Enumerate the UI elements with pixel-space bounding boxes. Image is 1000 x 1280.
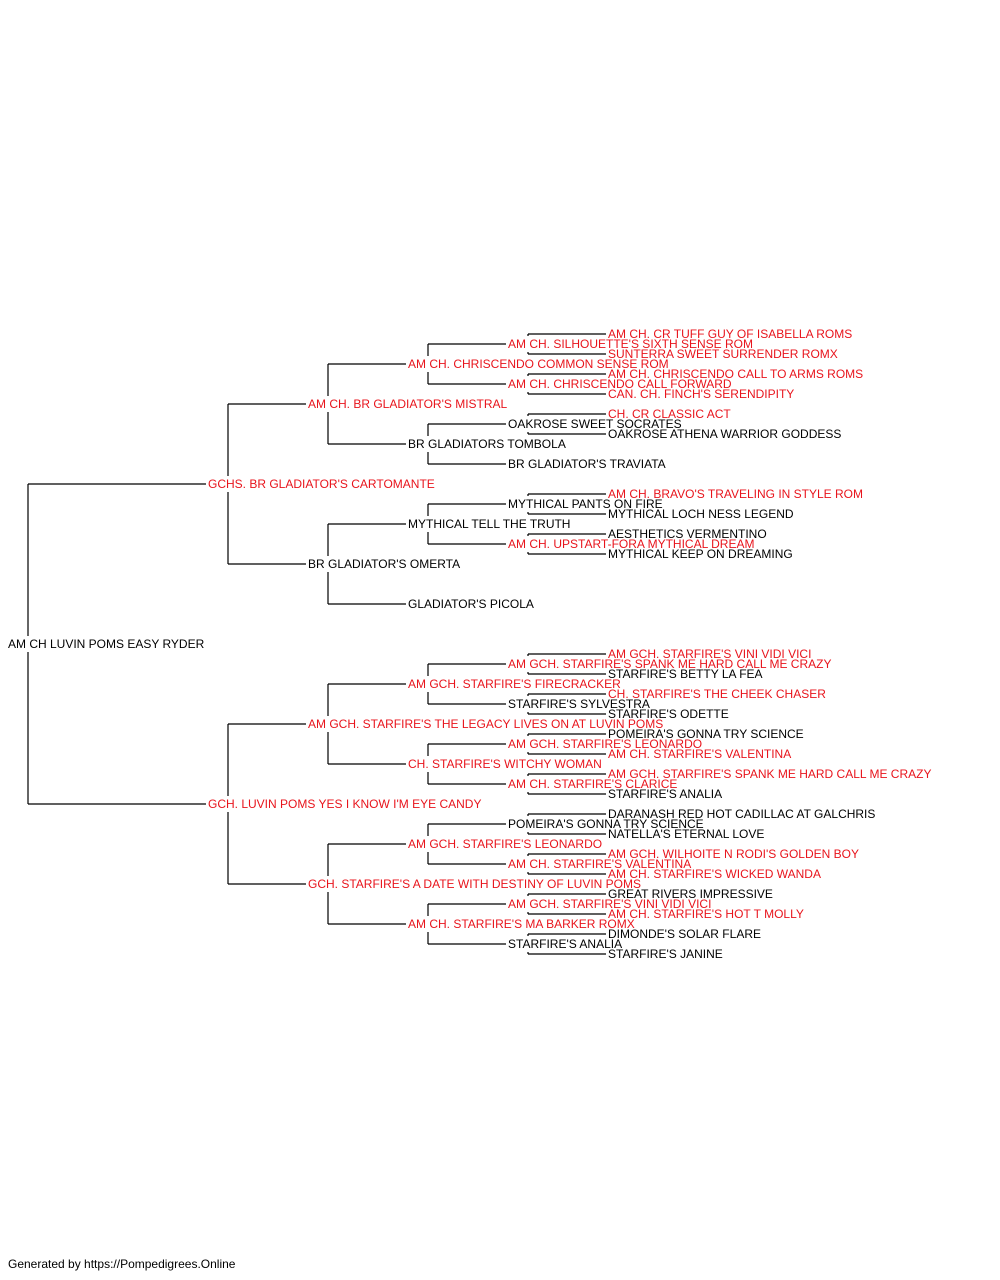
- pedigree-entry-sire-dam-sire-dam-dam: MYTHICAL KEEP ON DREAMING: [608, 547, 793, 561]
- pedigree-entry-dam-dam-sire-sire: POMEIRA'S GONNA TRY SCIENCE: [508, 817, 704, 831]
- pedigree-entry-dam-sire-dam-dam-sire: AM GCH. STARFIRE'S SPANK ME HARD CALL ME…: [608, 767, 932, 781]
- pedigree-entry-dam-dam-sire-dam-sire: AM GCH. WILHOITE N RODI'S GOLDEN BOY: [608, 847, 859, 861]
- pedigree-entry-sire-sire: AM CH. BR GLADIATOR'S MISTRAL: [308, 397, 508, 411]
- pedigree-entry-dam-dam-dam-dam-dam: STARFIRE'S JANINE: [608, 947, 723, 961]
- pedigree-entry-dam-dam-sire-sire-sire: DARANASH RED HOT CADILLAC AT GALCHRIS: [608, 807, 876, 821]
- pedigree-entry-dam-sire-sire-sire-sire: AM GCH. STARFIRE'S VINI VIDI VICI: [608, 647, 812, 661]
- pedigree-entry-sire: GCHS. BR GLADIATOR'S CARTOMANTE: [208, 477, 435, 491]
- pedigree-entry-sire-sire-sire-dam: AM CH. CHRISCENDO CALL FORWARD: [508, 377, 732, 391]
- pedigree-entry-dam-dam-sire: AM GCH. STARFIRE'S LEONARDO: [408, 837, 603, 851]
- generated-by-footer: Generated by https://Pompedigrees.Online: [8, 1257, 236, 1271]
- pedigree-entry-sire-dam-sire-sire-sire: AM CH. BRAVO'S TRAVELING IN STYLE ROM: [608, 487, 864, 501]
- pedigree-entry-sire-sire-sire: AM CH. CHRISCENDO COMMON SENSE ROM: [408, 357, 669, 371]
- pedigree-entry-sire-sire-dam-sire-dam: OAKROSE ATHENA WARRIOR GODDESS: [608, 427, 842, 441]
- pedigree-entry-dam-dam-dam-sire-sire: GREAT RIVERS IMPRESSIVE: [608, 887, 773, 901]
- pedigree-entry-dam-sire: AM GCH. STARFIRE'S THE LEGACY LIVES ON A…: [308, 717, 664, 731]
- pedigree-entry-dam-sire-sire-dam-sire: CH. STARFIRE'S THE CHEEK CHASER: [608, 687, 826, 701]
- pedigree-entry-dam-sire-sire-sire: AM GCH. STARFIRE'S SPANK ME HARD CALL ME…: [508, 657, 832, 671]
- pedigree-entry-sire-sire-dam-sire-sire: CH. CR CLASSIC ACT: [608, 407, 731, 421]
- pedigree-entry-dam-dam-dam-sire-dam: AM CH. STARFIRE'S HOT T MOLLY: [608, 907, 804, 921]
- pedigree-entry-dam-sire-dam-sire-sire: POMEIRA'S GONNA TRY SCIENCE: [608, 727, 804, 741]
- pedigree-entry-dam-sire-sire-sire-dam: STARFIRE'S BETTY LA FEA: [608, 667, 763, 681]
- pedigree-entry-dam-dam-dam: AM CH. STARFIRE'S MA BARKER ROMX: [408, 917, 635, 931]
- pedigree-entry-dam-dam-dam-dam-sire: DIMONDE'S SOLAR FLARE: [608, 927, 761, 941]
- pedigree-entry-sire-sire-dam-sire: OAKROSE SWEET SOCRATES: [508, 417, 682, 431]
- pedigree-entry-dam-sire-dam-dam: AM CH. STARFIRE'S CLARICE: [508, 777, 678, 791]
- pedigree-entry-dam-dam-sire-sire-dam: NATELLA'S ETERNAL LOVE: [608, 827, 765, 841]
- pedigree-entry-sire-sire-sire-dam-sire: AM CH. CHRISCENDO CALL TO ARMS ROMS: [608, 367, 864, 381]
- pedigree-entry-dam-dam-sire-dam: AM CH. STARFIRE'S VALENTINA: [508, 857, 692, 871]
- pedigree-entry-dam-dam-sire-dam-dam: AM CH. STARFIRE'S WICKED WANDA: [608, 867, 821, 881]
- pedigree-entry-dam: GCH. LUVIN POMS YES I KNOW I'M EYE CANDY: [208, 797, 482, 811]
- pedigree-entry-dam-dam-dam-sire: AM GCH. STARFIRE'S VINI VIDI VICI: [508, 897, 712, 911]
- pedigree-entry-dam-sire-sire: AM GCH. STARFIRE'S FIRECRACKER: [408, 677, 621, 691]
- pedigree-entry-sire-sire-sire-sire-dam: SUNTERRA SWEET SURRENDER ROMX: [608, 347, 838, 361]
- pedigree-entry-sire-sire-sire-sire-sire: AM CH. CR TUFF GUY OF ISABELLA ROMS: [608, 327, 853, 341]
- pedigree-entry-self: AM CH LUVIN POMS EASY RYDER: [8, 637, 205, 651]
- pedigree-entry-sire-sire-sire-sire: AM CH. SILHOUETTE'S SIXTH SENSE ROM: [508, 337, 753, 351]
- pedigree-entry-sire-dam: BR GLADIATOR'S OMERTA: [308, 557, 461, 571]
- pedigree-entry-dam-dam-dam-dam: STARFIRE'S ANALIA: [508, 937, 623, 951]
- pedigree-entry-sire-dam-dam: GLADIATOR'S PICOLA: [408, 597, 534, 611]
- pedigree-entry-dam-sire-dam-sire-dam: AM CH. STARFIRE'S VALENTINA: [608, 747, 792, 761]
- pedigree-entry-sire-sire-dam-dam: BR GLADIATOR'S TRAVIATA: [508, 457, 666, 471]
- pedigree-entry-dam-sire-sire-dam: STARFIRE'S SYLVESTRA: [508, 697, 650, 711]
- pedigree-entry-dam-sire-dam-dam-dam: STARFIRE'S ANALIA: [608, 787, 723, 801]
- pedigree-entry-dam-sire-dam: CH. STARFIRE'S WITCHY WOMAN: [408, 757, 602, 771]
- pedigree-entry-dam-dam: GCH. STARFIRE'S A DATE WITH DESTINY OF L…: [308, 877, 641, 891]
- pedigree-entry-sire-sire-sire-dam-dam: CAN. CH. FINCH'S SERENDIPITY: [608, 387, 795, 401]
- pedigree-entry-sire-dam-sire-sire: MYTHICAL PANTS ON FIRE: [508, 497, 663, 511]
- pedigree-entry-sire-dam-sire-dam-sire: AESTHETICS VERMENTINO: [608, 527, 767, 541]
- pedigree-entry-sire-dam-sire: MYTHICAL TELL THE TRUTH: [408, 517, 571, 531]
- pedigree-entry-sire-sire-dam: BR GLADIATORS TOMBOLA: [408, 437, 566, 451]
- pedigree-entry-dam-sire-sire-dam-dam: STARFIRE'S ODETTE: [608, 707, 729, 721]
- pedigree-entry-dam-sire-dam-sire: AM GCH. STARFIRE'S LEONARDO: [508, 737, 703, 751]
- pedigree-entry-sire-dam-sire-dam: AM CH. UPSTART-FORA MYTHICAL DREAM: [508, 537, 755, 551]
- pedigree-entry-sire-dam-sire-sire-dam: MYTHICAL LOCH NESS LEGEND: [608, 507, 794, 521]
